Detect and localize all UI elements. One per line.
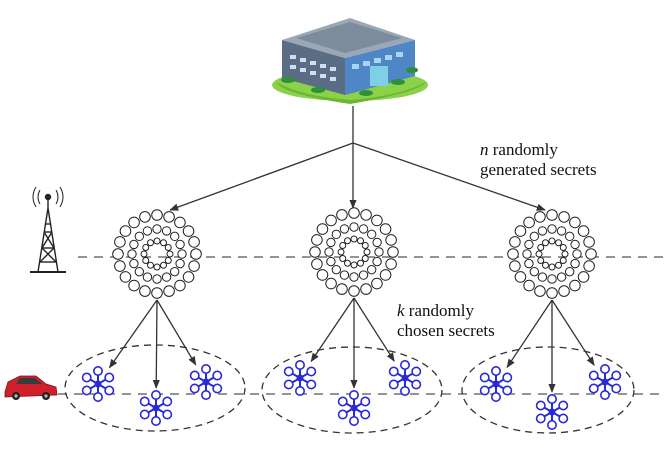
assignment-arrow xyxy=(506,299,553,369)
n-secrets-label: n randomly generated secrets xyxy=(480,140,597,180)
assignment-arrow xyxy=(108,299,158,369)
key-pool-ring-icon xyxy=(112,209,202,299)
vehicle-cluster-ellipse xyxy=(461,346,635,434)
assignment-arrow xyxy=(152,299,160,389)
vehicle-node-icon xyxy=(337,389,371,426)
vehicle-cluster-ellipse xyxy=(261,346,443,434)
assignment-arrow xyxy=(353,297,395,362)
assignment-arrow xyxy=(551,299,595,366)
k-label-line1: randomly xyxy=(404,301,474,320)
vehicle-node-icon xyxy=(81,365,115,402)
key-pool-ring-icon xyxy=(507,209,597,299)
n-label-line2: generated secrets xyxy=(480,160,597,179)
radio-tower-icon xyxy=(30,186,66,273)
vehicle-node-icon xyxy=(535,393,569,430)
vehicle-node-icon xyxy=(388,359,422,396)
vehicle-node-icon xyxy=(283,359,317,396)
vehicle-node-icon xyxy=(479,365,513,402)
vehicle-node-icon xyxy=(139,389,173,426)
vehicle-node-icon xyxy=(189,363,223,400)
n-label-line1: randomly xyxy=(488,140,558,159)
assignment-arrow xyxy=(156,299,197,366)
vehicle-cluster-ellipse xyxy=(64,344,246,432)
branch-line xyxy=(352,142,546,211)
server-building-icon xyxy=(272,18,428,104)
k-label-line2: chosen secrets xyxy=(397,321,495,340)
k-secrets-label: k randomly chosen secrets xyxy=(397,301,495,341)
key-pool-ring-icon xyxy=(309,207,399,297)
n-variable: n xyxy=(480,140,489,159)
assignment-arrow xyxy=(310,297,355,363)
k-variable: k xyxy=(397,301,405,320)
car-icon xyxy=(4,375,58,400)
branch-line xyxy=(169,142,354,211)
vehicle-node-icon xyxy=(588,363,622,400)
